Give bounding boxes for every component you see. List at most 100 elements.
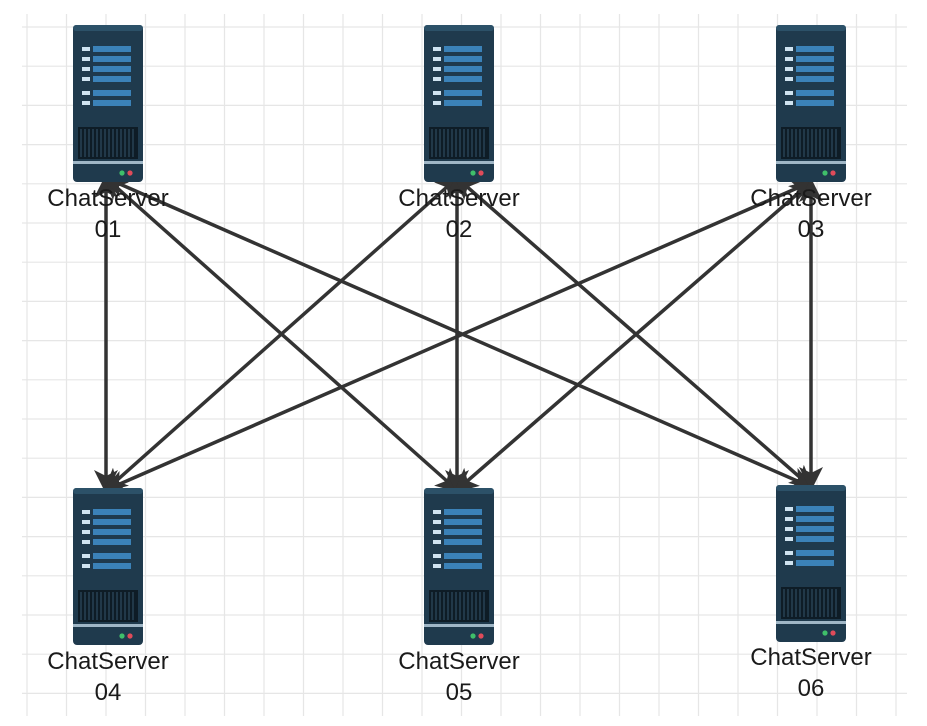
server-bottom-strip (73, 624, 143, 627)
server-led-green (822, 170, 828, 176)
server-name-label: ChatServer (398, 185, 519, 212)
server-icon (424, 488, 494, 645)
server-led-red (127, 170, 133, 176)
server-number-label: 06 (798, 675, 825, 702)
server-bar (93, 509, 131, 515)
server-led-green (822, 630, 828, 636)
server-bar-dot (433, 67, 441, 71)
server-vent (781, 587, 841, 619)
server-icon (73, 488, 143, 645)
server-bar (93, 56, 131, 62)
server-bar-dot (785, 47, 793, 51)
server-bar (444, 90, 482, 96)
server-bar (796, 76, 834, 82)
server-bar-dot (433, 57, 441, 61)
server-node-05[interactable]: ChatServer 05 (398, 488, 520, 706)
server-bar-dot (82, 57, 90, 61)
server-bar-dot (785, 527, 793, 531)
server-bar-dot (82, 530, 90, 534)
server-top-bevel (424, 25, 494, 31)
server-bar-dot (82, 67, 90, 71)
server-led-red (127, 633, 133, 639)
server-bar (796, 90, 834, 96)
server-bar-dot (433, 530, 441, 534)
server-bar (796, 66, 834, 72)
server-top-bevel (424, 488, 494, 494)
server-bar-dot (82, 554, 90, 558)
server-bar (444, 46, 482, 52)
server-number-label: 01 (95, 216, 122, 243)
server-bar-dot (785, 517, 793, 521)
server-bar (444, 66, 482, 72)
server-name-label: ChatServer (47, 648, 168, 675)
server-bottom-strip (776, 161, 846, 164)
server-bar (796, 526, 834, 532)
server-bar-dot (82, 77, 90, 81)
server-bar-dot (433, 91, 441, 95)
server-bar (444, 76, 482, 82)
server-bar (796, 46, 834, 52)
server-bar (93, 76, 131, 82)
server-bar (93, 563, 131, 569)
server-top-bevel (73, 488, 143, 494)
server-top-bevel (776, 25, 846, 31)
server-name-label: ChatServer (398, 648, 519, 675)
server-bar-dot (433, 520, 441, 524)
server-bar (444, 519, 482, 525)
server-bar (93, 553, 131, 559)
server-bar (444, 509, 482, 515)
server-vent (78, 127, 138, 159)
server-name-label: ChatServer (750, 644, 871, 671)
server-vent (781, 127, 841, 159)
server-bar-dot (785, 551, 793, 555)
server-bar (93, 100, 131, 106)
server-bar-dot (82, 47, 90, 51)
server-led-red (478, 633, 484, 639)
server-bar-dot (82, 510, 90, 514)
server-number-label: 05 (446, 679, 473, 706)
server-vent (78, 590, 138, 622)
server-bar-dot (785, 67, 793, 71)
server-bottom-strip (424, 161, 494, 164)
server-top-bevel (73, 25, 143, 31)
server-bar-dot (785, 77, 793, 81)
server-bar (444, 529, 482, 535)
connection-s03-s05[interactable] (453, 179, 815, 493)
server-bar (796, 56, 834, 62)
server-led-green (119, 170, 125, 176)
server-bar-dot (785, 537, 793, 541)
server-bar (796, 100, 834, 106)
server-bar (444, 56, 482, 62)
server-bar (444, 563, 482, 569)
server-led-red (830, 630, 836, 636)
server-bottom-strip (424, 624, 494, 627)
server-led-green (119, 633, 125, 639)
server-node-04[interactable]: ChatServer 04 (47, 488, 169, 706)
server-bar (796, 536, 834, 542)
server-bar-dot (433, 554, 441, 558)
server-bar-dot (433, 564, 441, 568)
server-icon (73, 25, 143, 182)
server-led-green (470, 633, 476, 639)
server-name-label: ChatServer (750, 185, 871, 212)
server-bar-dot (82, 101, 90, 105)
server-bottom-strip (73, 161, 143, 164)
server-bar-dot (433, 540, 441, 544)
server-nodes: ChatServer01ChatServer02ChatServer03Chat… (47, 25, 872, 706)
server-bar (796, 560, 834, 566)
server-bar (93, 539, 131, 545)
server-bar-dot (433, 77, 441, 81)
server-bar-dot (82, 91, 90, 95)
server-number-label: 04 (95, 679, 122, 706)
server-bar-dot (785, 57, 793, 61)
server-led-green (470, 170, 476, 176)
server-node-06[interactable]: ChatServer 06 (750, 485, 872, 702)
server-bottom-strip (776, 621, 846, 624)
server-icon (776, 25, 846, 182)
server-vent (429, 127, 489, 159)
server-top-bevel (776, 485, 846, 491)
